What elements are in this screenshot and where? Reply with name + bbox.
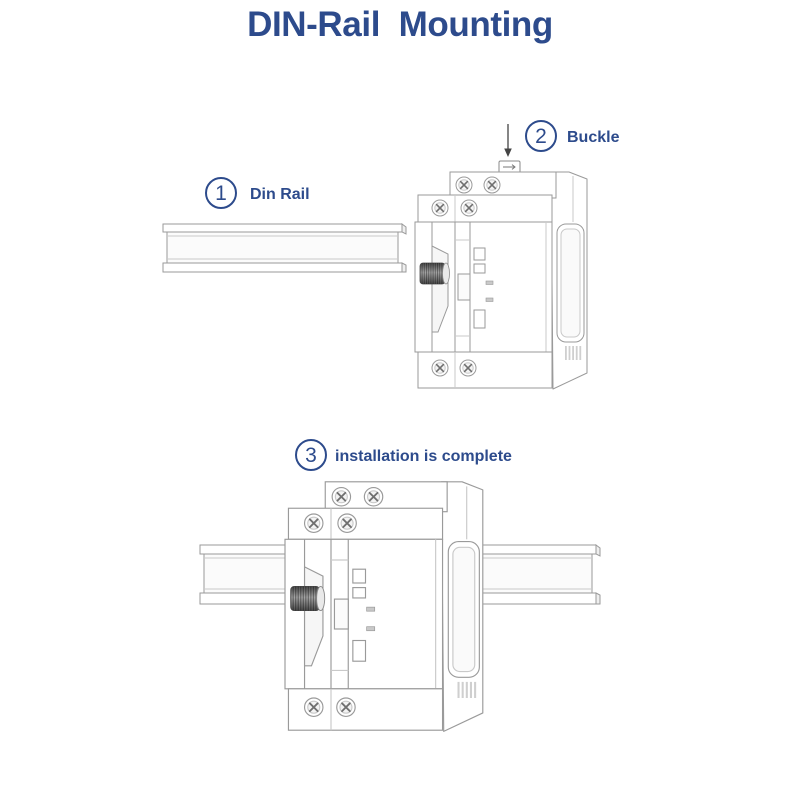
screw-cross-slot xyxy=(308,702,319,713)
screw-terminal-icon xyxy=(303,697,324,717)
latch-detail xyxy=(352,587,367,599)
slot-mark xyxy=(485,297,494,302)
latch-detail xyxy=(473,247,486,261)
arrow-head xyxy=(504,148,512,157)
screw-cross-slot xyxy=(463,363,473,373)
rail-top-flange xyxy=(162,223,403,233)
knurled-knob-icon xyxy=(419,262,450,285)
knob-knurling xyxy=(420,263,445,284)
screw-cross-slot xyxy=(368,491,379,502)
circled-number-2-icon: 2 xyxy=(525,120,557,152)
screw-terminal-icon xyxy=(363,486,384,507)
screw-cross-slot xyxy=(342,518,352,529)
step-2-label: Buckle xyxy=(567,129,620,146)
screw-terminal-icon xyxy=(460,199,478,217)
screw-terminal-icon xyxy=(337,513,357,533)
vent-slot xyxy=(579,346,582,360)
din-rail-separate xyxy=(162,223,407,273)
vent-slot xyxy=(457,681,460,698)
step-number: 1 xyxy=(215,181,227,205)
vent-grille xyxy=(457,681,477,698)
knob-end-cap xyxy=(442,262,450,285)
screw-cross-slot xyxy=(435,363,445,373)
knob-knurling xyxy=(290,586,320,611)
arrow-down-icon xyxy=(504,124,512,157)
screw-cross-slot xyxy=(487,180,497,190)
vent-slot xyxy=(575,346,578,360)
latch-detail xyxy=(352,639,367,662)
module-installed xyxy=(284,481,484,732)
buckle-tab-marking xyxy=(503,164,516,170)
rail-end-profile xyxy=(595,592,601,605)
vent-slot xyxy=(474,681,477,698)
screw-terminal-icon xyxy=(303,513,324,533)
screw-terminal-icon xyxy=(431,359,449,377)
circled-number-1-icon: 1 xyxy=(205,177,237,209)
screw-terminal-icon xyxy=(431,199,449,217)
latch-bracket xyxy=(457,273,471,301)
rail-end-profile xyxy=(401,223,407,235)
latch-detail xyxy=(473,263,486,274)
vent-grille xyxy=(565,346,582,360)
slot-mark xyxy=(366,626,376,632)
step-1-label: Din Rail xyxy=(250,186,310,203)
rail-bottom-lip xyxy=(162,262,403,273)
vent-slot xyxy=(572,346,574,360)
latch-bracket xyxy=(333,598,349,630)
module-side-recess-inner xyxy=(452,546,476,673)
step-number: 3 xyxy=(305,443,317,467)
page-title: DIN-Rail Mounting xyxy=(247,5,553,44)
screw-cross-slot xyxy=(435,203,445,213)
screw-terminal-icon xyxy=(331,486,352,507)
slot-mark xyxy=(485,280,494,285)
screw-cross-slot xyxy=(459,180,469,190)
latch-detail xyxy=(473,309,486,329)
step-number: 2 xyxy=(535,124,547,148)
slot-mark xyxy=(366,606,376,612)
vent-slot xyxy=(565,346,567,360)
vent-slot xyxy=(469,681,472,698)
screw-cross-slot xyxy=(341,702,351,713)
screw-terminal-icon xyxy=(336,697,356,717)
vent-slot xyxy=(568,346,571,360)
screw-cross-slot xyxy=(464,203,474,213)
rail-web xyxy=(166,231,399,264)
module-side-recess-inner xyxy=(560,228,581,338)
module-before-mounting xyxy=(414,160,588,390)
vent-slot xyxy=(461,681,464,698)
step-3-label: installation is complete xyxy=(335,448,512,465)
screw-cross-slot xyxy=(336,491,347,502)
rail-end-profile xyxy=(595,544,601,557)
vent-slot xyxy=(465,681,468,698)
screw-cross-slot xyxy=(308,518,319,529)
screw-terminal-icon xyxy=(483,176,501,194)
circled-number-3-icon: 3 xyxy=(295,439,327,471)
rail-end-profile xyxy=(401,262,407,273)
knob-end-cap xyxy=(316,585,326,612)
screw-terminal-icon xyxy=(455,176,473,194)
screw-terminal-icon xyxy=(459,359,477,377)
knurled-knob-icon xyxy=(290,585,326,612)
latch-detail xyxy=(352,568,367,584)
